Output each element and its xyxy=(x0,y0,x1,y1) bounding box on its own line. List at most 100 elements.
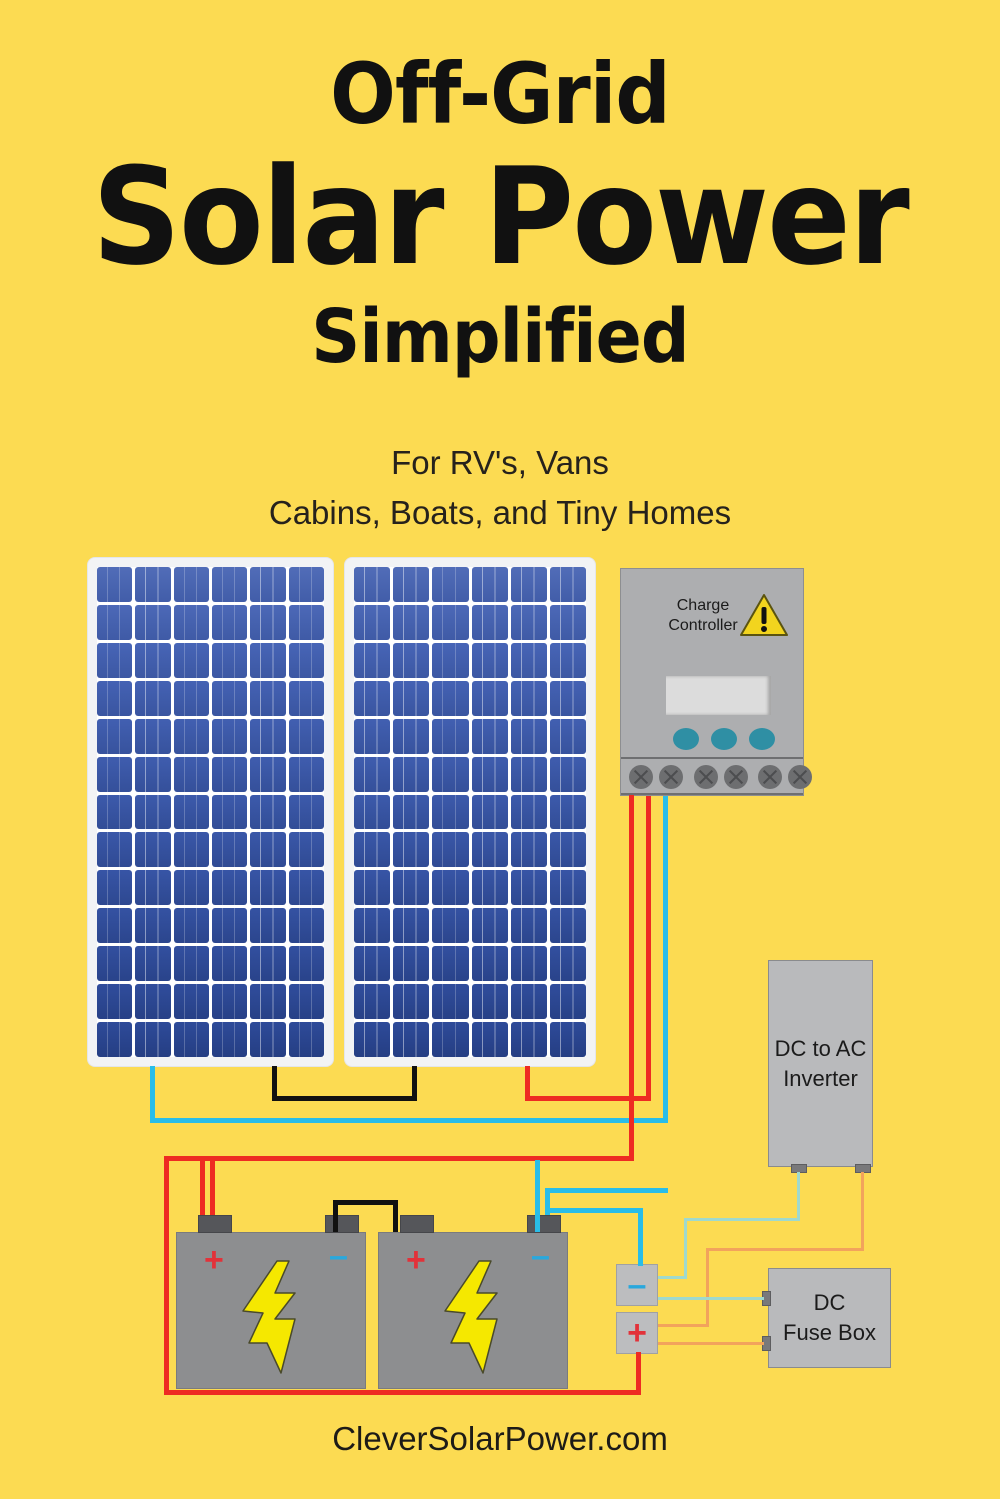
title-line-3: Simplified xyxy=(311,294,689,380)
solar-cell xyxy=(135,870,171,906)
solar-cell xyxy=(135,567,171,602)
solar-cell xyxy=(393,870,430,906)
solar-cell xyxy=(97,642,133,678)
solar-cell xyxy=(135,1022,171,1057)
inverter-label-line-2: Inverter xyxy=(783,1065,858,1091)
fuse-box-label-line-1: DC xyxy=(813,1290,846,1316)
wire-controller-battery-positive xyxy=(629,795,634,1161)
solar-cell xyxy=(135,946,171,982)
solar-cell xyxy=(471,946,508,982)
solar-cell xyxy=(97,908,133,944)
terminal-screw-1[interactable] xyxy=(629,765,653,789)
dc-to-ac-inverter[interactable]: DC to AC Inverter xyxy=(768,960,873,1167)
wire-battery-positive-bus-drop xyxy=(636,1352,641,1394)
solar-cell xyxy=(211,870,248,906)
terminal-screw-4[interactable] xyxy=(724,765,748,789)
wire-battery-positive-bottom-loop xyxy=(164,1390,641,1395)
solar-cell xyxy=(288,642,324,678)
solar-cell xyxy=(471,908,508,944)
charge-controller-button-1[interactable] xyxy=(673,728,699,750)
solar-cell xyxy=(549,870,586,906)
solar-cell xyxy=(173,718,209,754)
battery-2-minus-label: – xyxy=(531,1237,550,1275)
solar-cell xyxy=(510,946,547,982)
left-panel-cell-grid xyxy=(97,567,324,1057)
solar-cell xyxy=(288,908,324,944)
terminal-screw-6[interactable] xyxy=(788,765,812,789)
subtitle-line-1: For RV's, Vans xyxy=(391,444,609,481)
solar-cell xyxy=(510,567,547,602)
solar-cell xyxy=(432,794,469,830)
title-line-1: Off-Grid xyxy=(330,45,671,143)
solar-cell xyxy=(250,680,286,716)
solar-cell xyxy=(354,832,391,868)
wire-left-panel-negative-horizontal xyxy=(150,1118,667,1123)
charge-controller-button-3[interactable] xyxy=(749,728,775,750)
solar-cell xyxy=(393,1022,430,1057)
solar-cell xyxy=(97,946,133,982)
solar-cell xyxy=(432,870,469,906)
solar-cell xyxy=(173,642,209,678)
solar-cell xyxy=(549,908,586,944)
solar-cell xyxy=(354,718,391,754)
terminal-screw-2[interactable] xyxy=(659,765,683,789)
solar-cell xyxy=(97,1022,133,1057)
solar-cell xyxy=(510,794,547,830)
solar-cell xyxy=(549,567,586,602)
solar-cell xyxy=(288,718,324,754)
wire-inverter-negative-into-bus xyxy=(658,1276,687,1279)
charge-controller-label-line-1: Charge xyxy=(676,597,730,614)
battery-2-lightning-bolt-icon xyxy=(444,1260,498,1374)
solar-cell xyxy=(354,794,391,830)
solar-cell xyxy=(135,908,171,944)
solar-cell xyxy=(510,642,547,678)
solar-cell xyxy=(135,680,171,716)
solar-cell xyxy=(288,604,324,640)
left-solar-panel xyxy=(88,558,333,1066)
solar-cell xyxy=(354,642,391,678)
title-line-2: Solar Power xyxy=(92,139,910,295)
charge-controller-label: Charge Controller xyxy=(643,596,763,636)
negative-bus-bar[interactable]: – xyxy=(616,1264,658,1306)
solar-cell xyxy=(288,870,324,906)
solar-cell xyxy=(393,984,430,1020)
terminal-screw-5[interactable] xyxy=(758,765,782,789)
battery-1[interactable]: + – xyxy=(176,1215,366,1389)
solar-cell xyxy=(135,604,171,640)
solar-cell xyxy=(288,680,324,716)
solar-cell xyxy=(250,870,286,906)
solar-cell xyxy=(211,604,248,640)
battery-2[interactable]: + – xyxy=(378,1215,568,1389)
solar-cell xyxy=(393,908,430,944)
wire-right-panel-positive-vertical xyxy=(525,1066,530,1101)
charge-controller[interactable]: Charge Controller xyxy=(620,568,812,796)
solar-cell xyxy=(250,604,286,640)
solar-cell xyxy=(393,718,430,754)
wire-battery-series-right-leg xyxy=(393,1200,398,1232)
charge-controller-button-2[interactable] xyxy=(711,728,737,750)
solar-cell xyxy=(173,604,209,640)
dc-fuse-box[interactable]: DC Fuse Box xyxy=(768,1268,891,1368)
positive-bus-bar[interactable]: + xyxy=(616,1312,658,1354)
solar-cell xyxy=(432,946,469,982)
solar-cell xyxy=(471,1022,508,1057)
solar-cell xyxy=(510,984,547,1020)
solar-cell xyxy=(471,567,508,602)
battery-1-minus-label: – xyxy=(329,1237,348,1275)
solar-cell xyxy=(510,680,547,716)
wire-battery-positive-left-top xyxy=(164,1156,209,1161)
solar-cell xyxy=(354,1022,391,1057)
solar-cell xyxy=(549,756,586,792)
solar-cell xyxy=(393,567,430,602)
solar-cell xyxy=(250,1022,286,1057)
solar-cell xyxy=(393,794,430,830)
positive-bus-bar-symbol: + xyxy=(627,1314,647,1352)
terminal-screw-3[interactable] xyxy=(694,765,718,789)
solar-cell xyxy=(288,794,324,830)
solar-cell xyxy=(354,870,391,906)
solar-cell xyxy=(432,984,469,1020)
charge-controller-terminal-strip xyxy=(621,757,812,795)
solar-cell xyxy=(393,946,430,982)
solar-cell xyxy=(211,680,248,716)
battery-1-positive-terminal xyxy=(198,1215,232,1233)
